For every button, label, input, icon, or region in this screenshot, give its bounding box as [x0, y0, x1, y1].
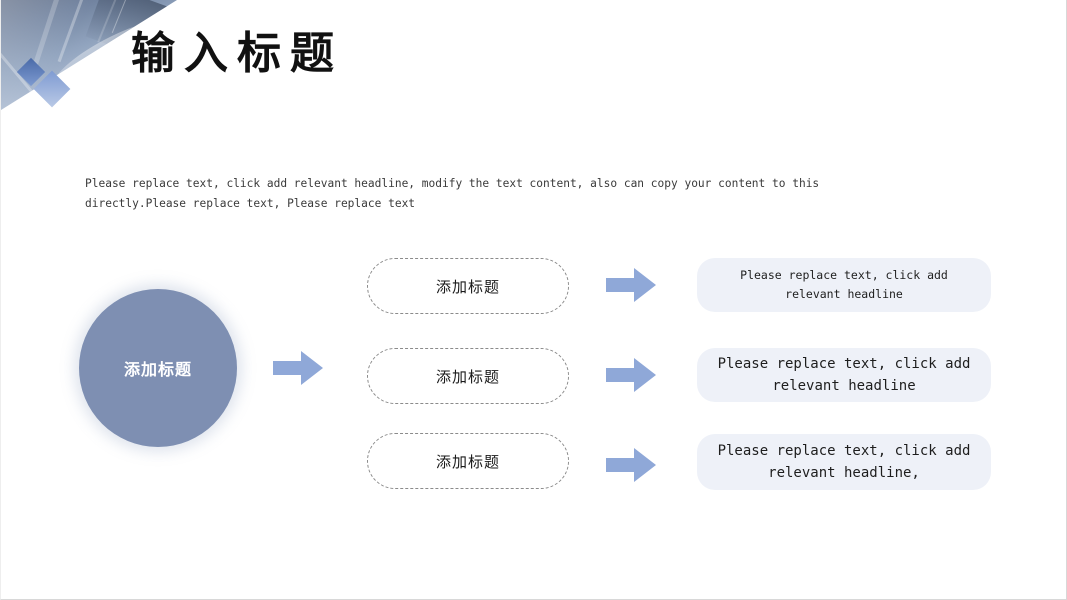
stage-pill[interactable]: 添加标题	[367, 258, 569, 314]
arrow-right-icon	[606, 356, 656, 394]
page-title: 输入标题	[131, 28, 343, 79]
stage-pill-label: 添加标题	[435, 277, 500, 296]
stage-pill-label: 添加标题	[435, 452, 500, 471]
intro-paragraph: Please replace text, click add relevant …	[85, 177, 820, 210]
corner-decoration	[1, 0, 181, 112]
stage-pill[interactable]: 添加标题	[367, 348, 569, 404]
stage-content-box[interactable]: Please replace text, click add relevant …	[697, 348, 991, 402]
arrow-right-icon	[273, 349, 323, 387]
arrow-right-icon	[606, 266, 656, 304]
stage-content-box[interactable]: Please replace text, click add relevant …	[697, 258, 991, 312]
stage-pill-label: 添加标题	[435, 367, 500, 386]
arrow-right-icon	[606, 446, 656, 484]
stage-content-box[interactable]: Please replace text, click add relevant …	[697, 434, 991, 490]
stage-pill[interactable]: 添加标题	[367, 433, 569, 489]
main-circle-label: 添加标题	[123, 360, 192, 379]
main-circle-node[interactable]: 添加标题	[79, 289, 237, 447]
